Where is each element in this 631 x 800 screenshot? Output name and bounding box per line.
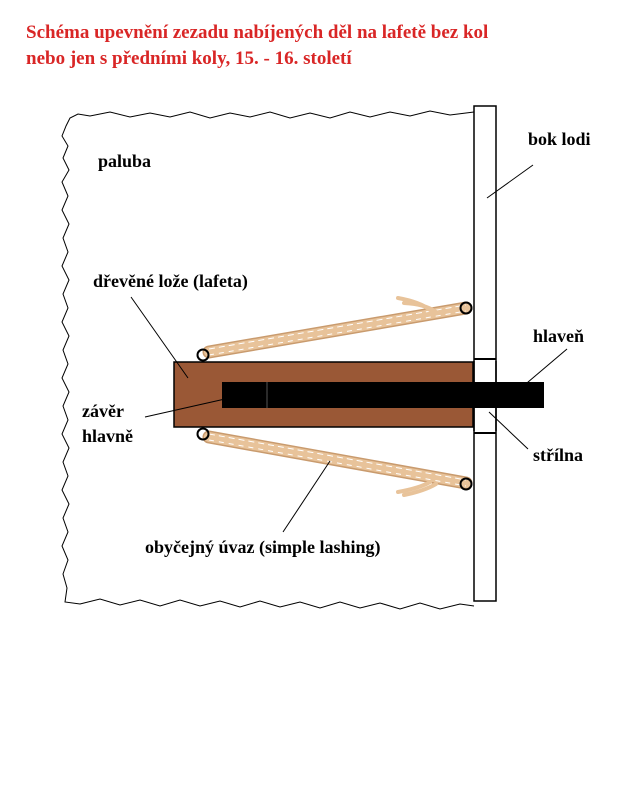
label-ship-side: bok lodi <box>528 129 591 149</box>
ring-bolt-side-top <box>459 301 473 315</box>
leader-barrel <box>520 348 568 389</box>
leader-breech <box>144 398 226 418</box>
deck-outline <box>61 110 475 610</box>
leader-ship-side <box>486 164 534 199</box>
ring-bolt-carriage-bottom <box>196 427 210 441</box>
leader-lashing <box>282 460 331 533</box>
upper-lashing-rope <box>202 296 473 359</box>
label-breech-line-2: hlavně <box>82 426 134 446</box>
title-line-2: nebo jen s předními koly, 15. - 16. stol… <box>26 48 352 69</box>
label-lashing: obyčejný úvaz (simple lashing) <box>145 537 381 557</box>
gun-barrel <box>222 382 544 408</box>
lower-lashing-rope <box>202 430 473 497</box>
ring-bolt-carriage-top <box>196 348 210 362</box>
ring-bolt-side-bottom <box>459 477 473 491</box>
label-carriage: dřevěné lože (lafeta) <box>93 271 248 291</box>
ship-side-plank <box>473 105 497 602</box>
leader-carriage <box>130 296 189 379</box>
label-gunport: střílna <box>533 445 584 465</box>
title-line-1: Schéma upevnění zezadu nabíjených děl na… <box>26 22 489 43</box>
label-barrel: hlaveň <box>533 326 585 346</box>
label-breech-line-1: závěr <box>82 401 124 421</box>
label-deck: paluba <box>98 151 152 171</box>
diagram-title: Schéma upevnění zezadu nabíjených děl na… <box>26 20 616 72</box>
leader-gunport <box>488 411 529 450</box>
